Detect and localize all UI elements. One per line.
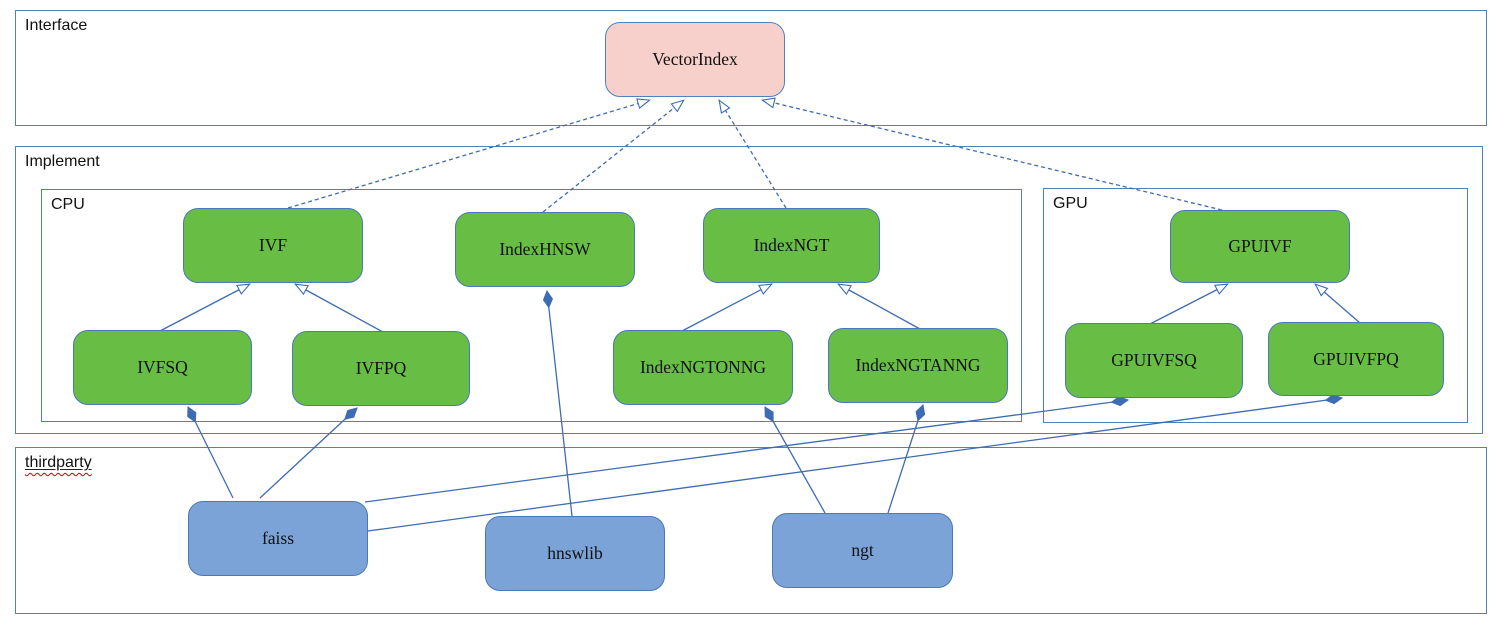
node-gpuivfsq-label: GPUIVFSQ (1111, 350, 1197, 370)
node-ivfsq[interactable]: IVFSQ (73, 330, 252, 405)
node-indexngt-label: IndexNGT (753, 235, 830, 255)
node-gpuivfsq[interactable]: GPUIVFSQ (1065, 323, 1243, 398)
node-ngt-label: ngt (851, 540, 874, 560)
container-implement-label: Implement (25, 153, 100, 170)
container-gpu-label: GPU (1053, 195, 1088, 212)
node-faiss[interactable]: faiss (188, 501, 368, 576)
node-ivf[interactable]: IVF (183, 208, 363, 283)
node-gpuivfpq[interactable]: GPUIVFPQ (1268, 322, 1444, 396)
node-ivf-label: IVF (258, 235, 288, 255)
container-thirdparty-label-text: thirdparty (25, 454, 92, 471)
container-interface-label: Interface (25, 17, 88, 34)
node-indexhnsw-label: IndexHNSW (499, 239, 591, 259)
node-ivfpq[interactable]: IVFPQ (292, 331, 470, 406)
node-hnswlib-label: hnswlib (547, 543, 603, 563)
node-indexngt[interactable]: IndexNGT (703, 208, 880, 283)
node-vectorindex-label: VectorIndex (652, 49, 738, 69)
node-indexngtonng-label: IndexNGTONNG (639, 357, 767, 377)
node-hnswlib[interactable]: hnswlib (485, 516, 665, 591)
node-gpuivf-label: GPUIVF (1228, 236, 1292, 256)
node-gpuivfpq-label: GPUIVFPQ (1313, 348, 1399, 369)
node-indexngtanng-label: IndexNGTANNG (855, 355, 981, 375)
node-gpuivf[interactable]: GPUIVF (1170, 210, 1350, 283)
node-indexhnsw[interactable]: IndexHNSW (455, 212, 635, 287)
node-ivfpq-label: IVFPQ (355, 358, 407, 378)
container-cpu-label: CPU (51, 196, 85, 213)
node-ngt[interactable]: ngt (772, 513, 953, 588)
node-vectorindex[interactable]: VectorIndex (605, 22, 785, 97)
node-indexngtonng[interactable]: IndexNGTONNG (613, 330, 793, 405)
node-ivfsq-label: IVFSQ (137, 357, 188, 377)
node-faiss-label: faiss (261, 528, 295, 548)
node-indexngtanng[interactable]: IndexNGTANNG (828, 328, 1008, 403)
container-thirdparty-label: thirdparty (25, 454, 92, 472)
